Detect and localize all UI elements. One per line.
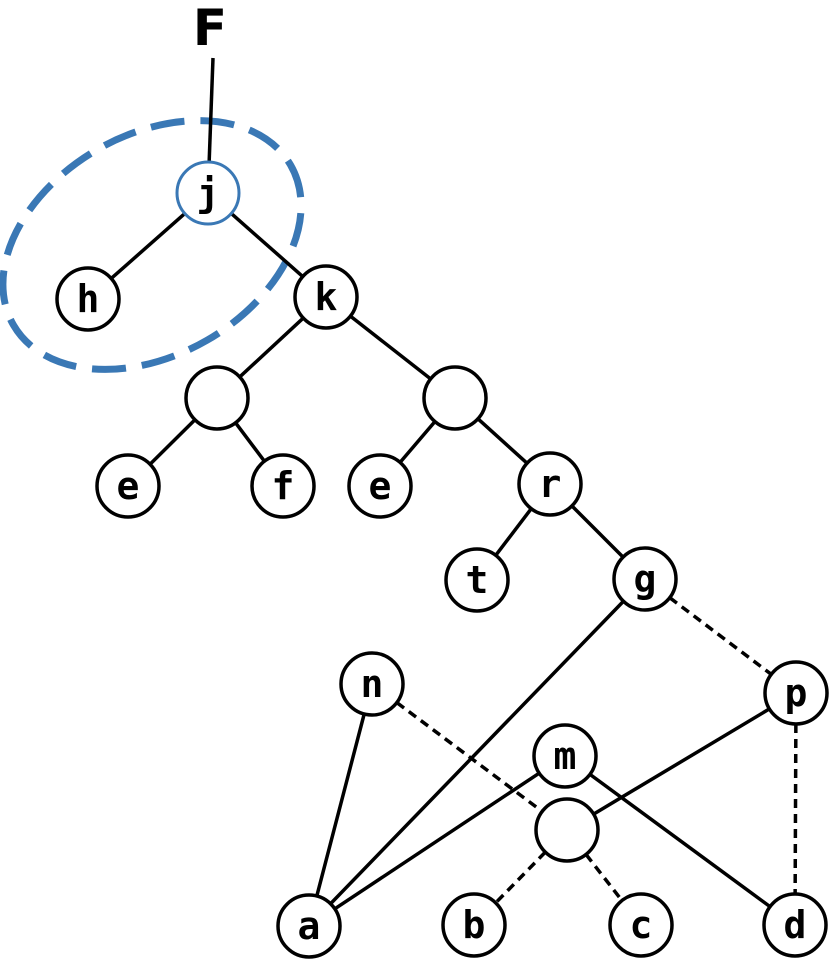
node-label-e2: e	[369, 464, 392, 508]
root-label: F	[193, 0, 227, 57]
node-label-d: d	[784, 903, 807, 947]
edge-p-d	[793, 723, 798, 895]
edge-j-h	[110, 212, 186, 280]
node-label-m: m	[554, 734, 577, 778]
edge-u1-e1	[148, 418, 197, 466]
node-circle-j	[175, 160, 241, 226]
node-label-e1: e	[117, 464, 140, 508]
node-d: d	[762, 892, 828, 958]
node-label-r: r	[539, 462, 562, 506]
edge-n-a	[315, 713, 366, 897]
node-circle-h	[55, 266, 121, 332]
node-e1: e	[95, 453, 161, 519]
node-label-a: a	[298, 904, 321, 948]
edge-g-a	[329, 600, 625, 905]
edge-u2-r	[476, 417, 529, 465]
node-circle-k	[293, 264, 359, 330]
edge-r-t	[494, 507, 533, 557]
node-circle-f	[250, 453, 316, 519]
node-t: t	[444, 547, 510, 613]
node-j: j	[175, 160, 241, 226]
node-n: n	[339, 651, 405, 717]
node-circle-g	[612, 546, 678, 612]
node-circle-e2	[347, 453, 413, 519]
edge-g-p	[668, 596, 773, 676]
node-label-k: k	[315, 275, 338, 319]
node-circle-m	[532, 723, 598, 789]
edge-r-g	[570, 504, 625, 559]
node-e2: e	[347, 453, 413, 519]
node-label-p: p	[785, 671, 808, 715]
node-circle-d	[762, 892, 828, 958]
node-g: g	[612, 546, 678, 612]
node-circle-p	[763, 660, 829, 726]
edge-k-u1	[238, 316, 305, 379]
node-circle-u1	[184, 365, 250, 431]
node-label-j: j	[197, 171, 220, 215]
edge-u1-f	[234, 421, 266, 463]
node-label-n: n	[361, 662, 384, 706]
node-m: m	[532, 723, 598, 789]
edge-u2-e2	[398, 420, 437, 464]
node-label-b: b	[463, 903, 486, 947]
node-label-g: g	[634, 557, 657, 601]
node-label-t: t	[466, 558, 489, 602]
node-label-h: h	[77, 277, 100, 321]
edge-k-u2	[349, 314, 432, 381]
node-circle-e1	[95, 453, 161, 519]
node-b: b	[441, 892, 507, 958]
node-circle-u3	[534, 797, 600, 863]
node-u2	[422, 365, 488, 431]
node-circle-b	[441, 892, 507, 958]
edge-m-a	[333, 771, 541, 911]
edge-m-d	[588, 772, 772, 909]
node-u1	[184, 365, 250, 431]
node-circle-u2	[422, 365, 488, 431]
node-circle-r	[517, 451, 583, 517]
edge-j-k	[230, 212, 304, 278]
node-circle-a	[276, 893, 342, 959]
edge-root-j	[207, 57, 215, 163]
node-f: f	[250, 453, 316, 519]
edges-layer	[110, 57, 798, 911]
node-c: c	[608, 892, 674, 958]
node-circle-c	[608, 892, 674, 958]
node-p: p	[763, 660, 829, 726]
node-a: a	[276, 893, 342, 959]
node-h: h	[55, 266, 121, 332]
edge-n-u3	[395, 701, 544, 813]
node-r: r	[517, 451, 583, 517]
node-k: k	[293, 264, 359, 330]
node-label-c: c	[630, 903, 653, 947]
node-circle-n	[339, 651, 405, 717]
node-label-f: f	[272, 464, 295, 508]
nodes-layer: j h k e f e r t g n p m a b c d	[55, 160, 829, 959]
node-circle-t	[444, 547, 510, 613]
node-u3	[534, 797, 600, 863]
dashed-group-ellipse	[0, 117, 305, 373]
edge-u3-c	[584, 853, 624, 902]
edge-p-u3	[592, 707, 771, 816]
edge-u3-b	[494, 850, 547, 905]
